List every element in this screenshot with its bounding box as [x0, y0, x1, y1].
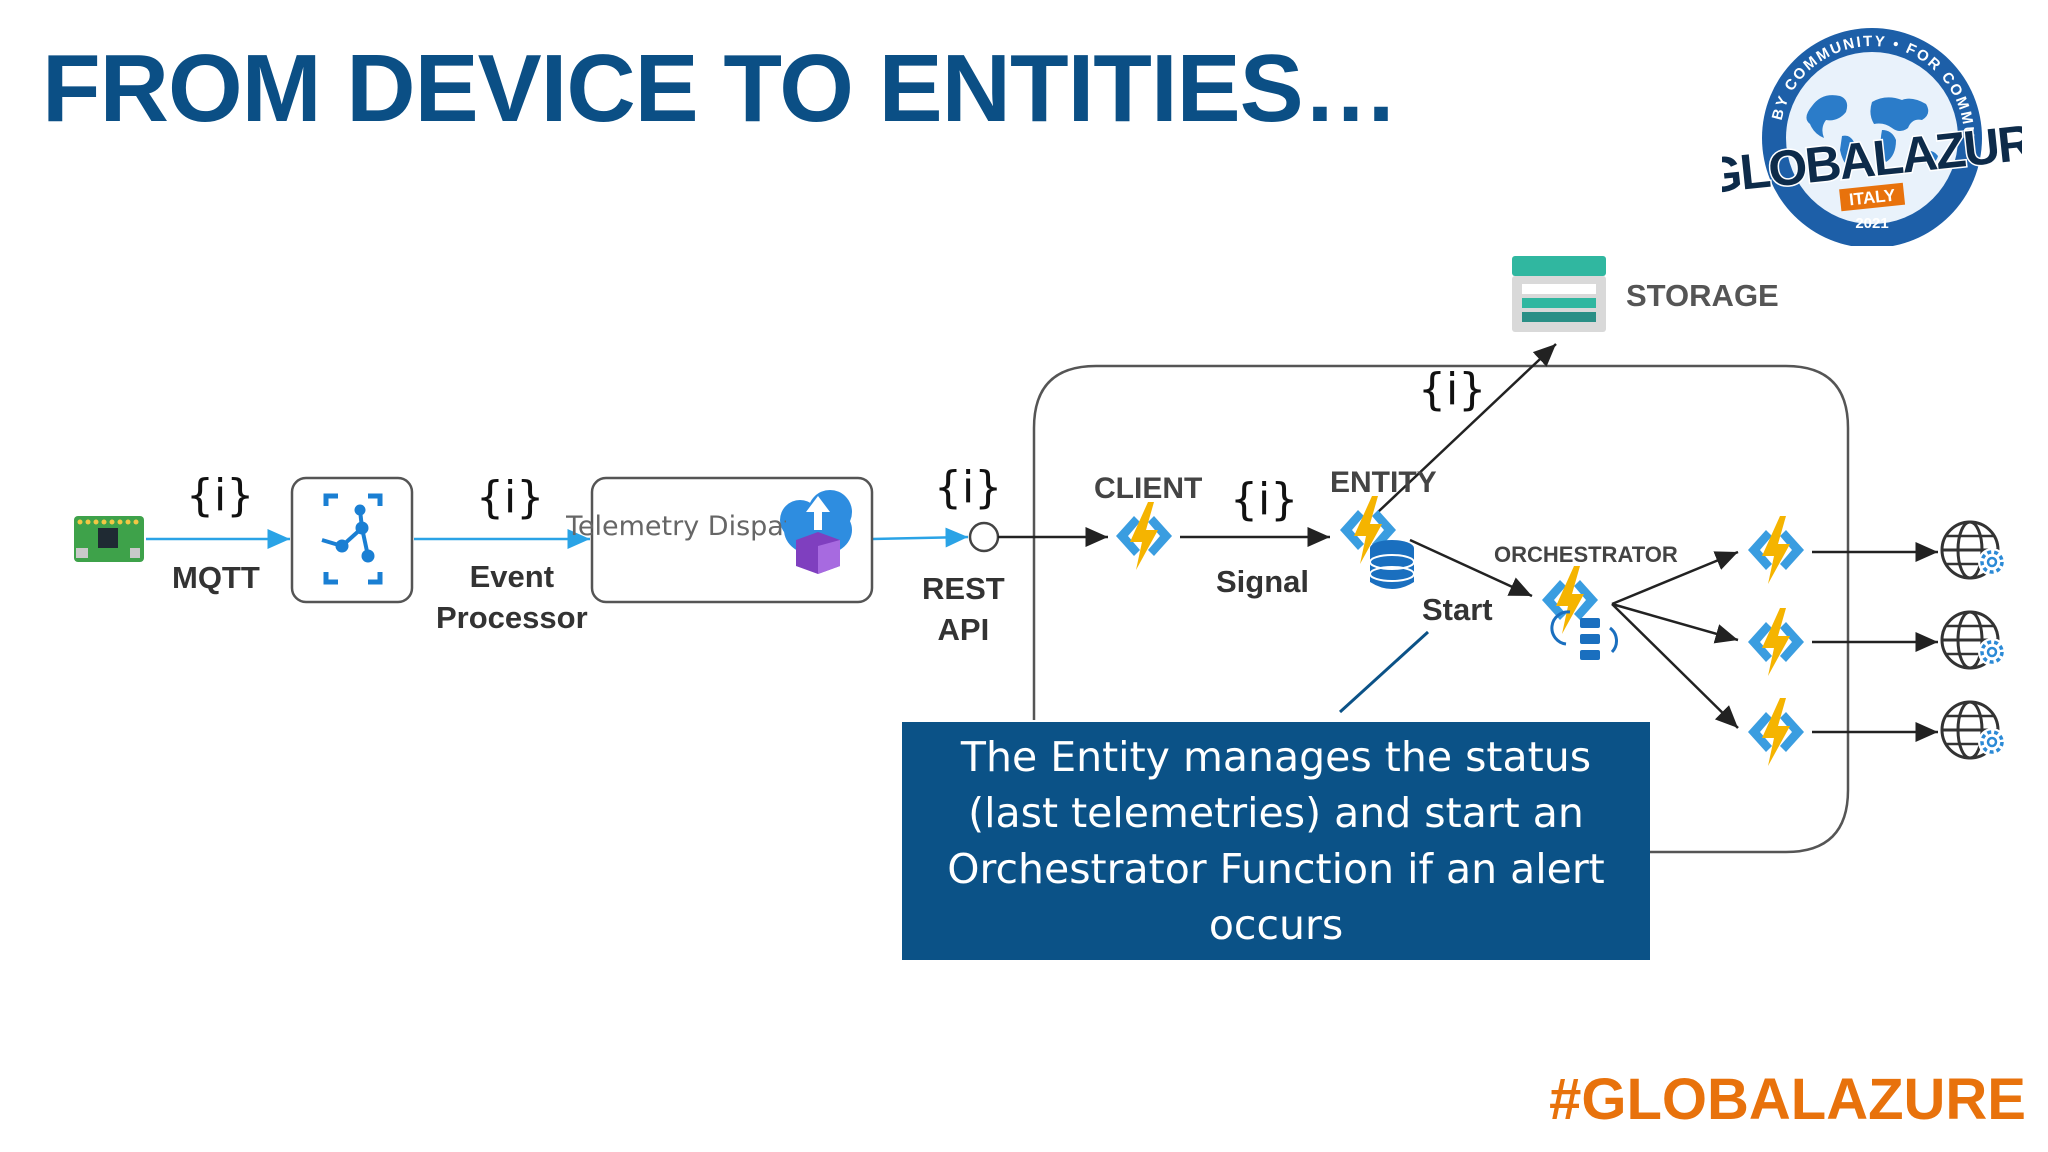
- signal-label: Signal: [1216, 564, 1310, 599]
- activity-function-icon-1: [1748, 516, 1804, 584]
- orchestrator-workflow-icon: [1550, 610, 1618, 660]
- activity-function-icon-3: [1748, 698, 1804, 766]
- iot-hub-icon: [321, 493, 383, 585]
- activity-function-icon-2: [1748, 608, 1804, 676]
- rest-api-label-line1: REST: [922, 571, 1005, 606]
- svg-text:ITALY: ITALY: [1848, 186, 1897, 210]
- iot-hub-box: [290, 476, 414, 604]
- start-label: Start: [1422, 592, 1493, 627]
- event-processor-label-line2: Processor: [436, 600, 588, 635]
- slide-title: FROM DEVICE TO ENTITIES…: [42, 35, 1399, 142]
- durable-functions-boundary: [1032, 364, 1850, 854]
- event-processor-label-line1: Event: [469, 559, 555, 594]
- json-payload-icon-storage: {i}: [1418, 364, 1487, 415]
- device-board-icon: [74, 516, 144, 562]
- footer-hashtag: #GLOBALAZURE: [1549, 1067, 2026, 1132]
- container-app-cloud-icon: [780, 490, 852, 574]
- json-payload-icon-rest: {i}: [934, 462, 1003, 513]
- client-label: CLIENT: [1094, 472, 1203, 505]
- client-function-icon: [1116, 502, 1172, 570]
- entity-explanation-callout: The Entity manages the status (last tele…: [902, 722, 1650, 960]
- rest-endpoint-node: [968, 521, 1000, 553]
- event-processor-label: Event Processor: [436, 556, 588, 638]
- activity-arrow-1: [1611, 550, 1739, 606]
- storage-label: STORAGE: [1626, 278, 1779, 313]
- callout-text: The Entity manages the status (last tele…: [947, 733, 1605, 949]
- json-payload-icon-signal: {i}: [1230, 474, 1299, 525]
- orchestrator-label: ORCHESTRATOR: [1494, 542, 1678, 567]
- entity-storage-icon: [1369, 540, 1415, 589]
- svg-text:2021: 2021: [1855, 215, 1888, 232]
- json-payload-icon-event: {i}: [476, 472, 545, 523]
- activity-arrow-2: [1611, 602, 1739, 644]
- telemetry-dispatcher-box: [590, 476, 874, 604]
- start-arrow: [1409, 538, 1533, 598]
- global-azure-logo: BY COMMUNITY • FOR COMMUNITY • #GLOBALAZ…: [1673, 13, 2048, 248]
- activity-arrow-3: [1611, 603, 1739, 729]
- telemetry-dispatcher-caption: Telemetry Dispatcher: [566, 511, 786, 542]
- entity-label: ENTITY: [1330, 466, 1437, 499]
- web-api-icon-1: [1940, 520, 2008, 580]
- rest-flow-arrow: [871, 527, 969, 548]
- web-api-icon-3: [1940, 700, 2008, 760]
- mqtt-label: MQTT: [172, 560, 260, 595]
- json-payload-icon-mqtt: {i}: [186, 470, 255, 521]
- storage-arrow: [1377, 343, 1557, 513]
- rest-api-label-line2: API: [937, 612, 990, 647]
- callout-pointer: [1338, 630, 1430, 714]
- rest-api-label: REST API: [922, 568, 1005, 650]
- web-api-icon-2: [1940, 610, 2008, 670]
- storage-account-icon: [1512, 256, 1606, 332]
